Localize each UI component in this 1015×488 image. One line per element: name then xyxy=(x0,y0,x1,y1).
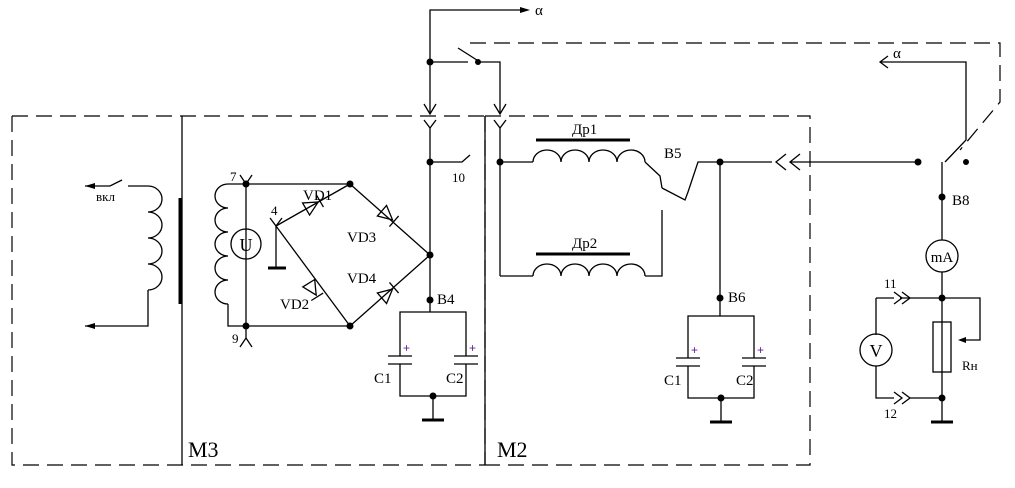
choke-section xyxy=(496,138,720,277)
measurement-section xyxy=(875,55,981,424)
voltmeter-u-label: U xyxy=(240,235,253,255)
socket-9 xyxy=(239,326,253,348)
milliammeter-label: mA xyxy=(931,250,954,266)
choke-dr2-label: Др2 xyxy=(572,236,597,252)
vd3-label: VD3 xyxy=(347,230,376,246)
plus-mark: + xyxy=(691,343,698,357)
module-boundaries xyxy=(11,115,811,466)
plus-mark: + xyxy=(757,343,764,357)
diode-vd1 xyxy=(301,194,324,217)
node-b5-label: B5 xyxy=(664,146,682,162)
vd1-label: VD1 xyxy=(303,188,332,204)
top-switch xyxy=(423,7,530,162)
output-voltmeter-label: V xyxy=(870,341,883,361)
vd2-label: VD2 xyxy=(280,297,309,313)
node-b4-label: B4 xyxy=(437,292,455,308)
node-b6-label: B6 xyxy=(728,290,746,306)
diode-vd4 xyxy=(376,282,400,305)
choke-dr1-label: Др1 xyxy=(572,122,597,138)
socket-4-label: 4 xyxy=(271,203,278,218)
cap-c1-left-label: C1 xyxy=(374,371,392,387)
diode-vd2 xyxy=(301,278,324,302)
socket-4 xyxy=(269,217,283,228)
socket-12-label: 12 xyxy=(884,406,897,421)
module-m2-label: M2 xyxy=(497,437,528,462)
load-resistor-label: Rн xyxy=(962,358,978,373)
socket-11-label: 11 xyxy=(884,276,897,291)
plus-mark: + xyxy=(469,341,476,355)
socket-7-label: 7 xyxy=(230,169,237,184)
transformer xyxy=(85,179,246,329)
m2-filter xyxy=(676,153,922,424)
cap-c2-left-label: C2 xyxy=(446,371,464,387)
node-b8-label: B8 xyxy=(952,193,970,209)
diode-vd3 xyxy=(376,204,400,227)
m3-filter xyxy=(388,132,478,422)
module-m3-label: M3 xyxy=(188,437,219,462)
socket-7 xyxy=(239,174,253,186)
mechanical-linkage xyxy=(470,42,1001,151)
socket-9-label: 9 xyxy=(232,331,239,346)
alpha-top-label: α xyxy=(535,3,543,19)
plus-mark: + xyxy=(403,341,410,355)
socket-10-label: 10 xyxy=(452,170,465,185)
cap-c2-right-label: C2 xyxy=(736,373,754,389)
cap-c1-right-label: C1 xyxy=(664,373,682,389)
output-voltmeter xyxy=(859,333,893,367)
vd4-label: VD4 xyxy=(347,271,377,287)
voltmeter-u xyxy=(230,228,262,260)
milliammeter xyxy=(925,239,959,273)
alpha-right-label: α xyxy=(893,46,901,62)
switch-label: вкл xyxy=(96,189,115,204)
